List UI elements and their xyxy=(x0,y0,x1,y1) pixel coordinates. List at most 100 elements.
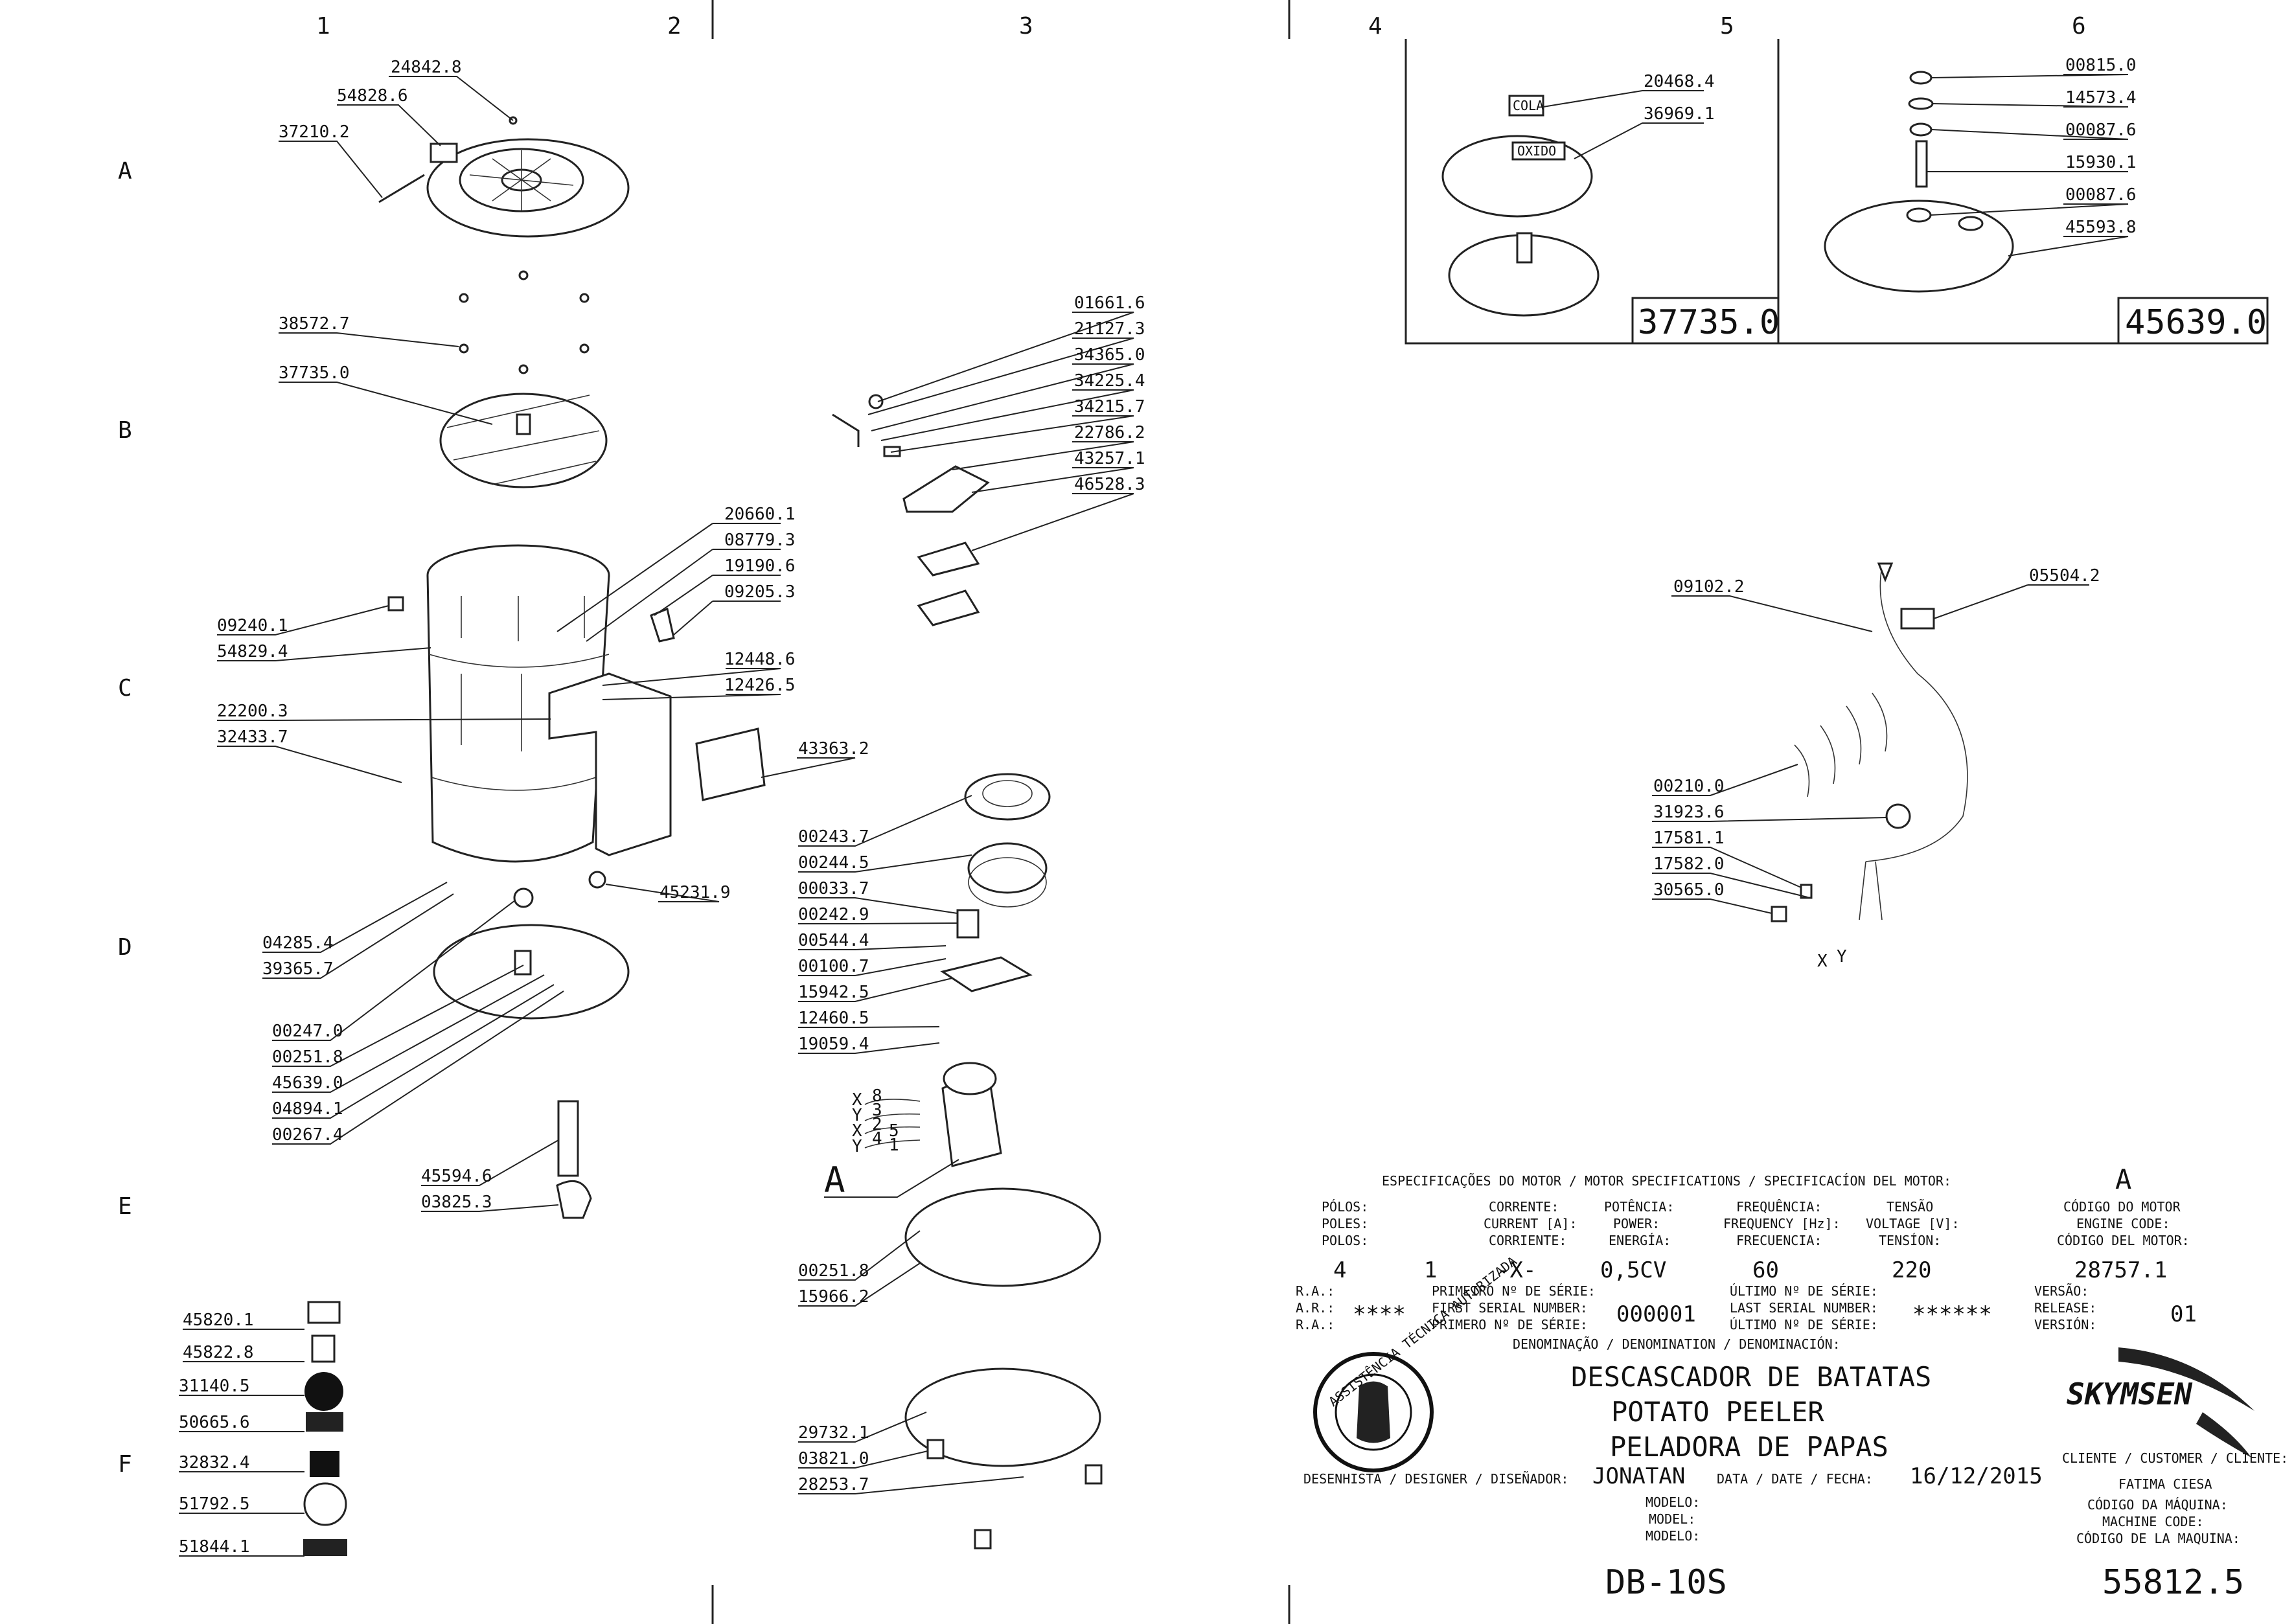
base-ring-part xyxy=(904,1187,1101,1287)
leader-lines-left xyxy=(217,76,781,1212)
date-value: 16/12/2015 xyxy=(1910,1463,2043,1489)
part-label: 12448.6 xyxy=(724,650,796,669)
part-label: 45822.8 xyxy=(183,1343,254,1362)
spec-header: POTÊNCIA: xyxy=(1604,1199,1674,1215)
spec-value-current: -X- xyxy=(1497,1257,1536,1283)
grid-col-2: 2 xyxy=(667,13,682,40)
part-label: 34225.4 xyxy=(1074,371,1145,391)
brand-logo: SKYMSEN xyxy=(2067,1347,2254,1458)
glue-tag: COLA xyxy=(1513,98,1544,113)
latch-part xyxy=(650,607,675,643)
spec-header: TENSÃO xyxy=(1887,1199,1933,1215)
part-label: 20468.4 xyxy=(1644,72,1715,91)
first-serial-label: PRIMERO Nº DE SÉRIE: xyxy=(1432,1317,1588,1332)
spec-value-poles: 4 xyxy=(1333,1257,1346,1283)
part-label: 00247.0 xyxy=(272,1022,343,1041)
part-label: 08779.3 xyxy=(724,531,796,550)
part-label: 34215.7 xyxy=(1074,397,1145,417)
pulley-part xyxy=(964,773,1051,821)
wire-number: 1 xyxy=(889,1136,899,1155)
part-label: 45594.6 xyxy=(421,1167,492,1186)
part-label: 12426.5 xyxy=(724,676,796,695)
engine-code: 28757.1 xyxy=(2074,1257,2167,1283)
disc-pattern xyxy=(446,395,600,485)
plate-hole-part xyxy=(1958,216,1984,231)
terminal-label: X xyxy=(1817,952,1828,971)
spec-header: CURRENT [A]: xyxy=(1484,1216,1577,1231)
wire-end: Y xyxy=(852,1137,862,1156)
model-label: MODEL: xyxy=(1649,1511,1695,1527)
product-name-pt: DESCASCADOR DE BATATAS xyxy=(1571,1361,1931,1393)
terminal-part xyxy=(1800,884,1813,899)
detail-box-plate: 45639.0 00815.0 14573.4 00087.6 15930.1 … xyxy=(1406,39,2269,345)
part-label: 28253.7 xyxy=(798,1475,869,1494)
part-label: 51792.5 xyxy=(179,1494,250,1514)
plate-shaft-part xyxy=(514,950,532,976)
sticker-part xyxy=(304,1372,343,1411)
spec-value-power: 0,5CV xyxy=(1600,1257,1666,1283)
part-label: 09102.2 xyxy=(1673,577,1745,597)
ra-value: **** xyxy=(1353,1301,1406,1327)
part-label: 34365.0 xyxy=(1074,345,1145,365)
bowl-bands xyxy=(428,654,610,791)
wire-number: 8 xyxy=(872,1086,882,1106)
version-label: VERSÃO: xyxy=(2034,1283,2089,1299)
part-label: 00242.9 xyxy=(798,905,869,924)
bearing-part xyxy=(1909,122,1933,137)
part-label: 31923.6 xyxy=(1653,803,1725,822)
wire-number: 5 xyxy=(889,1121,899,1141)
labels-left: 24842.8 54828.6 37210.2 38572.7 37735.0 … xyxy=(217,58,796,1212)
grid-col-4: 4 xyxy=(1368,13,1382,40)
motor-top-part xyxy=(943,1062,997,1095)
lever-part xyxy=(832,413,860,447)
wire-set xyxy=(1794,692,1888,797)
part-label: 30565.0 xyxy=(1653,880,1725,900)
sticker-part xyxy=(311,1334,336,1363)
part-label: 37210.2 xyxy=(279,122,350,142)
lever-knob-part xyxy=(868,394,884,409)
part-label: 43363.2 xyxy=(798,739,869,759)
drain-pipe-part xyxy=(557,1100,579,1177)
spec-header: FREQUENCY [Hz]: xyxy=(1723,1216,1841,1231)
grid-row-e: E xyxy=(118,1193,132,1220)
part-label: 00033.7 xyxy=(798,879,869,898)
spec-header: POLOS: xyxy=(1322,1233,1368,1248)
part-label: 09205.3 xyxy=(724,582,796,602)
part-label: 38572.7 xyxy=(279,314,350,334)
oxide-tag: OXIDO xyxy=(1517,143,1556,159)
part-label: 20660.1 xyxy=(724,505,796,524)
shaft-part xyxy=(1915,140,1928,188)
wire-ends xyxy=(1859,861,1883,921)
part-label: 12460.5 xyxy=(798,1009,869,1028)
electrical-assembly: X Y 09102.2 05504.2 00210.0 31923.6 1758… xyxy=(1652,562,2100,971)
part-label: 00100.7 xyxy=(798,957,869,976)
part-label: 05504.2 xyxy=(2029,566,2100,586)
part-label: 19190.6 xyxy=(724,556,796,576)
part-label: 29732.1 xyxy=(798,1423,869,1443)
leader-lines-middle xyxy=(761,312,1134,1494)
engine-code-label: CÓDIGO DO MOTOR xyxy=(2063,1199,2181,1215)
ra-label: A.R.: xyxy=(1296,1300,1335,1316)
rubber-flap-part xyxy=(917,589,980,626)
washer-part xyxy=(513,887,534,908)
part-label: 00243.7 xyxy=(798,827,869,847)
foot-part xyxy=(926,1439,945,1459)
glue-tube-part xyxy=(1508,95,1544,117)
designer-label: DESENHISTA / DESIGNER / DISEÑADOR: xyxy=(1303,1471,1568,1487)
grid-col-1: 1 xyxy=(316,13,330,40)
rivet-set xyxy=(459,270,590,374)
abrasive-disc-part xyxy=(439,393,608,488)
brand-name: SKYMSEN xyxy=(2067,1377,2193,1412)
machine-code: 55812.5 xyxy=(2102,1563,2244,1602)
nut-part xyxy=(1909,71,1933,85)
part-label: 45593.8 xyxy=(2065,218,2137,237)
pulley-inner xyxy=(982,780,1033,807)
part-label: 00544.4 xyxy=(798,931,869,950)
part-label: 24842.8 xyxy=(391,58,462,77)
spec-header: VOLTAGE [V]: xyxy=(1866,1216,1960,1231)
part-label: 00815.0 xyxy=(2065,56,2137,75)
part-label: 15930.1 xyxy=(2065,153,2137,172)
part-label: 19059.4 xyxy=(798,1035,869,1054)
part-label: 04894.1 xyxy=(272,1099,343,1119)
